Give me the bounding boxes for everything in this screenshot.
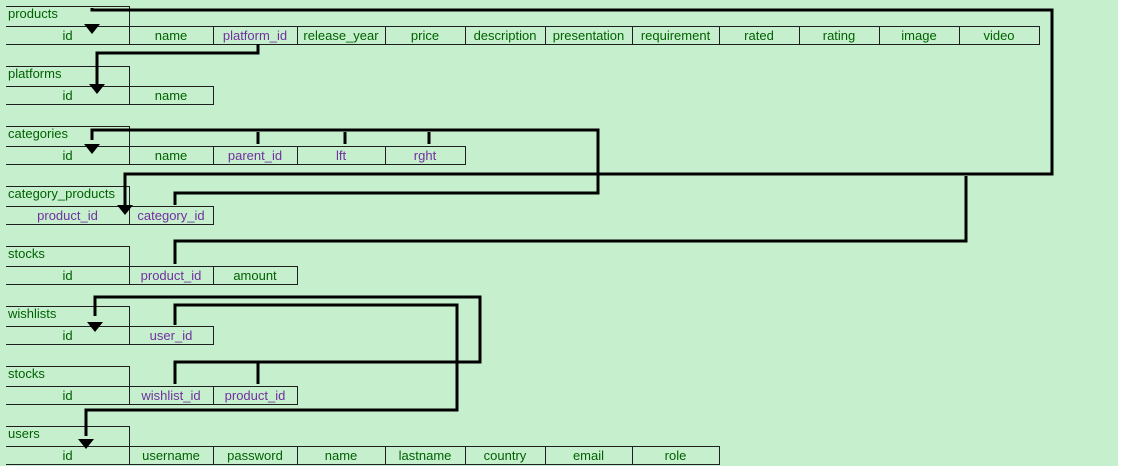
table-header-divider — [129, 366, 130, 386]
table-header-rule — [6, 246, 129, 247]
wire-categories-self — [90, 128, 600, 205]
column-image: image — [879, 26, 960, 45]
column-id: id — [6, 386, 130, 405]
column-wishlist-id: wishlist_id — [129, 386, 214, 405]
column-product-id: product_id — [129, 266, 214, 285]
wire-stocks-product-id — [173, 176, 968, 264]
table-name-platforms: platforms — [8, 66, 62, 81]
column-username: username — [129, 446, 214, 465]
column-lastname: lastname — [385, 446, 466, 465]
table-header-divider — [129, 246, 130, 266]
column-id: id — [6, 326, 130, 345]
column-rating: rating — [799, 26, 880, 45]
column-description: description — [465, 26, 546, 45]
table-header-divider — [129, 66, 130, 86]
table-header-divider — [129, 126, 130, 146]
column-presentation: presentation — [545, 26, 633, 45]
table-name-category-products: category_products — [8, 186, 115, 201]
table-name-products: products — [8, 6, 58, 21]
column-amount: amount — [213, 266, 298, 285]
wire-wishlists-self — [93, 295, 482, 384]
arrowhead-products-id — [84, 24, 100, 34]
column-lft: lft — [297, 146, 386, 165]
table-header-rule — [6, 66, 129, 67]
table-header-divider — [129, 186, 130, 206]
table-header-divider — [129, 426, 130, 446]
table-header-divider — [129, 6, 130, 26]
column-id: id — [6, 26, 130, 45]
column-id: id — [6, 266, 130, 285]
column-name: name — [129, 86, 214, 105]
column-country: country — [465, 446, 546, 465]
column-name: name — [129, 146, 214, 165]
column-name: name — [297, 446, 386, 465]
column-id: id — [6, 446, 130, 465]
column-email: email — [545, 446, 633, 465]
wire-platform-id — [95, 44, 260, 84]
column-video: video — [959, 26, 1040, 45]
column-name: name — [129, 26, 214, 45]
table-header-rule — [6, 366, 129, 367]
wire-product-to-category-products — [90, 8, 1054, 205]
column-platform-id: platform_id — [213, 26, 298, 45]
column-id: id — [6, 86, 130, 105]
column-product-id: product_id — [6, 206, 130, 225]
column-price: price — [385, 26, 466, 45]
arrowhead-wishlists-id — [87, 322, 103, 332]
column-category-id: category_id — [129, 206, 214, 225]
table-header-rule — [6, 126, 129, 127]
column-requirement: requirement — [632, 26, 720, 45]
table-header-rule — [6, 426, 129, 427]
table-name-stocks-2: stocks — [8, 366, 45, 381]
table-name-wishlists: wishlists — [8, 306, 57, 321]
column-role: role — [632, 446, 720, 465]
wire-user-id — [84, 303, 459, 436]
column-password: password — [213, 446, 298, 465]
column-product-id: product_id — [213, 386, 298, 405]
table-name-stocks: stocks — [8, 246, 45, 261]
column-rated: rated — [719, 26, 800, 45]
column-id: id — [6, 146, 130, 165]
arrowhead-platforms-id — [89, 84, 105, 94]
arrowhead-category-products-product-id — [117, 205, 133, 215]
column-release-year: release_year — [297, 26, 386, 45]
table-name-categories: categories — [8, 126, 68, 141]
table-header-rule — [6, 306, 129, 307]
column-user-id: user_id — [129, 326, 214, 345]
arrowhead-users-id — [78, 439, 94, 449]
table-header-rule — [6, 6, 129, 7]
table-header-divider — [129, 306, 130, 326]
table-name-users: users — [8, 426, 40, 441]
table-header-rule — [6, 186, 129, 187]
arrowhead-categories-id — [84, 144, 100, 154]
column-rght: rght — [385, 146, 466, 165]
column-parent-id: parent_id — [213, 146, 298, 165]
